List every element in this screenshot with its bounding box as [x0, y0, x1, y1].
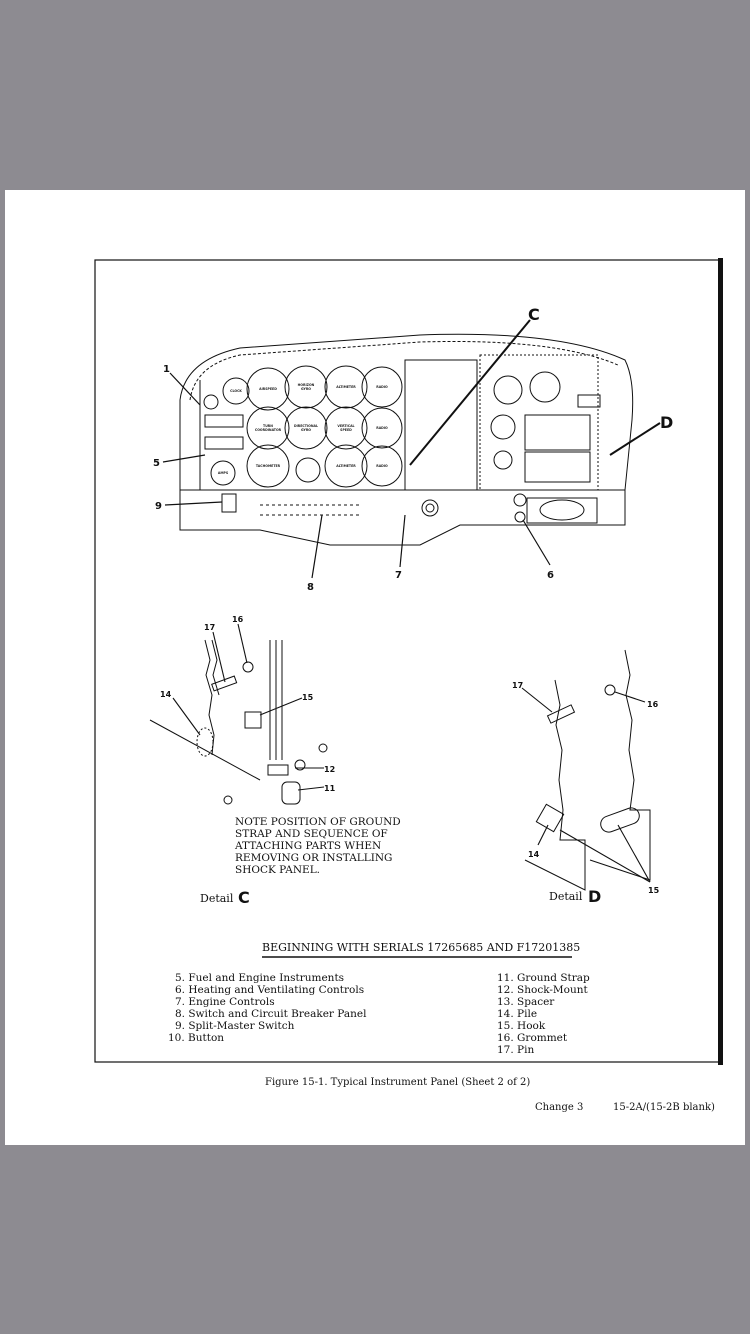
callout-5: 5 — [153, 458, 160, 469]
note-line: REMOVING OR INSTALLING — [235, 852, 392, 864]
gauge-altimeter: ALTIMETER — [336, 385, 356, 389]
detail-c-leaders — [172, 623, 325, 791]
gauge-airspeed: AIRSPEED — [259, 387, 277, 391]
document-page — [5, 190, 745, 1145]
gauge-vs-2: SPEED — [340, 428, 352, 432]
legend-item: 7. Engine Controls — [175, 996, 275, 1008]
legend-right: 11. Ground Strap 12. Shock-Mount 13. Spa… — [497, 972, 590, 1056]
gauges: CLOCK AIRSPEED HORIZON GYRO ALTIMETER RA… — [210, 365, 403, 488]
gauge-altimeter: ALTIMETER — [336, 464, 356, 468]
callout-1: 1 — [163, 364, 170, 375]
detail-d-letter: D — [588, 887, 601, 906]
legend-item: 12. Shock-Mount — [497, 984, 589, 996]
detail-c-letter: C — [238, 888, 250, 907]
legend-item: 11. Ground Strap — [497, 972, 590, 984]
detail-d-drawing — [524, 649, 651, 891]
callout-7: 7 — [395, 570, 402, 581]
legend-item: 6. Heating and Ventilating Controls — [175, 984, 364, 996]
callout-D: D — [660, 413, 673, 432]
callout-14: 14 — [528, 850, 540, 859]
page-number: 15-2A/(15-2B blank) — [613, 1102, 715, 1113]
gauge-vs-1: VERTICAL — [337, 424, 354, 428]
legend-item: 8. Switch and Circuit Breaker Panel — [175, 1008, 367, 1020]
callout-8: 8 — [307, 582, 314, 593]
detail-c-drawing — [149, 639, 328, 805]
legend-item: 5. Fuel and Engine Instruments — [175, 972, 344, 984]
gauge-radio: RADIO — [376, 426, 388, 430]
detail-d-leaders — [521, 687, 651, 883]
callout-6: 6 — [547, 570, 554, 581]
legend-item: 9. Split-Master Switch — [175, 1020, 295, 1032]
gauge-tachometer: TACHOMETER — [256, 464, 281, 468]
callout-14: 14 — [160, 690, 172, 699]
legend-item: 17. Pin — [497, 1044, 534, 1056]
change-bar — [718, 258, 723, 1065]
serials-heading: BEGINNING WITH SERIALS 17265685 AND F172… — [262, 941, 580, 954]
legend-left: 5. Fuel and Engine Instruments 6. Heatin… — [168, 972, 367, 1044]
detail-d-label: Detail — [549, 890, 583, 903]
callout-12: 12 — [324, 765, 335, 774]
callout-C: C — [528, 305, 540, 324]
legend-item: 15. Hook — [497, 1020, 546, 1032]
callout-15: 15 — [648, 886, 660, 895]
gauge-clock: CLOCK — [230, 389, 242, 393]
change-number: Change 3 — [535, 1102, 583, 1113]
callout-17: 17 — [204, 623, 215, 632]
gauge-amps: AMPS — [218, 471, 229, 475]
callout-9: 9 — [155, 501, 162, 512]
legend-item: 13. Spacer — [497, 996, 555, 1008]
gauge-turn-1: TURN — [263, 424, 273, 428]
note-line: SHOCK PANEL. — [235, 864, 320, 876]
note-line: NOTE POSITION OF GROUND — [235, 816, 401, 828]
leader-lines — [162, 319, 661, 579]
callout-15: 15 — [302, 693, 314, 702]
gauge-dg-2: GYRO — [301, 428, 311, 432]
figure-caption: Figure 15-1. Typical Instrument Panel (S… — [265, 1077, 530, 1088]
instrument-panel — [179, 333, 634, 546]
gauge-turn-2: COORDINATOR — [255, 428, 282, 432]
legend-item: 16. Grommet — [497, 1032, 568, 1044]
gauge-radio: RADIO — [376, 385, 388, 389]
shock-panel-note: NOTE POSITION OF GROUND STRAP AND SEQUEN… — [234, 816, 401, 876]
callout-17: 17 — [512, 681, 523, 690]
legend-item: 14. Pile — [497, 1008, 537, 1020]
gauge-radio: RADIO — [376, 464, 388, 468]
detail-c-label: Detail — [200, 892, 234, 905]
gauge-gyro-2: GYRO — [301, 387, 311, 391]
gauge-dg-1: DIRECTIONAL — [294, 424, 318, 428]
callout-16: 16 — [232, 615, 244, 624]
note-line: ATTACHING PARTS WHEN — [234, 840, 381, 852]
legend-item: 10. Button — [168, 1032, 224, 1044]
gauge-gyro-1: HORIZON — [298, 383, 315, 387]
callout-11: 11 — [324, 784, 336, 793]
note-line: STRAP AND SEQUENCE OF — [235, 828, 388, 840]
callout-16: 16 — [647, 700, 659, 709]
